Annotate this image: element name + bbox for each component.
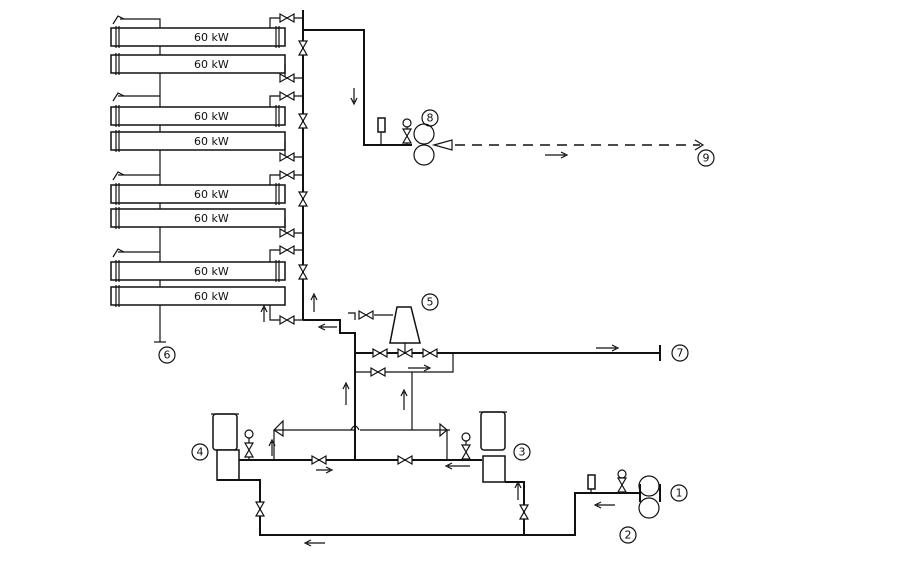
svg-text:5: 5 <box>427 296 434 309</box>
heater-6-label: 60 kW <box>194 212 229 225</box>
unit-5 <box>389 306 421 344</box>
heater-2-label: 60 kW <box>194 58 229 71</box>
svg-text:4: 4 <box>197 446 204 459</box>
marker-5: 5 <box>421 293 439 311</box>
heater-8-label: 60 kW <box>194 290 229 303</box>
marker-9: 9 <box>697 149 715 167</box>
pump-1 <box>638 475 661 519</box>
marker-7: 7 <box>671 344 689 362</box>
marker-3: 3 <box>513 443 531 461</box>
heater-2: 60 kW <box>110 53 286 75</box>
heater-8: 60 kW <box>110 285 286 307</box>
return-line <box>303 29 412 146</box>
feed-riser <box>303 319 356 460</box>
marker-6: 6 <box>158 346 176 364</box>
heater-bank: 60 kW 60 kW 60 kW 60 kW 60 kW 60 kW <box>110 10 318 343</box>
svg-text:7: 7 <box>677 347 684 360</box>
heater-3: 60 kW <box>110 105 286 127</box>
marker-1: 1 <box>670 484 688 502</box>
heater-6: 60 kW <box>110 207 286 229</box>
unit-4 <box>211 413 240 481</box>
heater-7-label: 60 kW <box>194 265 229 278</box>
heater-1-label: 60 kW <box>194 31 229 44</box>
heater-5-label: 60 kW <box>194 188 229 201</box>
pump-8 <box>413 123 453 166</box>
heater-4-label: 60 kW <box>194 135 229 148</box>
marker-2: 2 <box>619 526 637 544</box>
marker-8: 8 <box>421 109 439 127</box>
heater-3-label: 60 kW <box>194 110 229 123</box>
svg-text:9: 9 <box>703 152 710 165</box>
unit-3 <box>479 411 507 483</box>
svg-text:2: 2 <box>625 529 632 542</box>
svg-text:1: 1 <box>676 487 683 500</box>
bottom-loop <box>217 479 640 536</box>
heater-7: 60 kW <box>110 260 286 282</box>
marker-4: 4 <box>191 443 209 461</box>
svg-text:8: 8 <box>427 112 434 125</box>
heater-5: 60 kW <box>110 183 286 205</box>
svg-text:3: 3 <box>519 446 526 459</box>
svg-text:6: 6 <box>164 349 171 362</box>
heater-1: 60 kW <box>110 26 286 48</box>
vent-line <box>120 18 161 342</box>
heater-4: 60 kW <box>110 130 286 152</box>
